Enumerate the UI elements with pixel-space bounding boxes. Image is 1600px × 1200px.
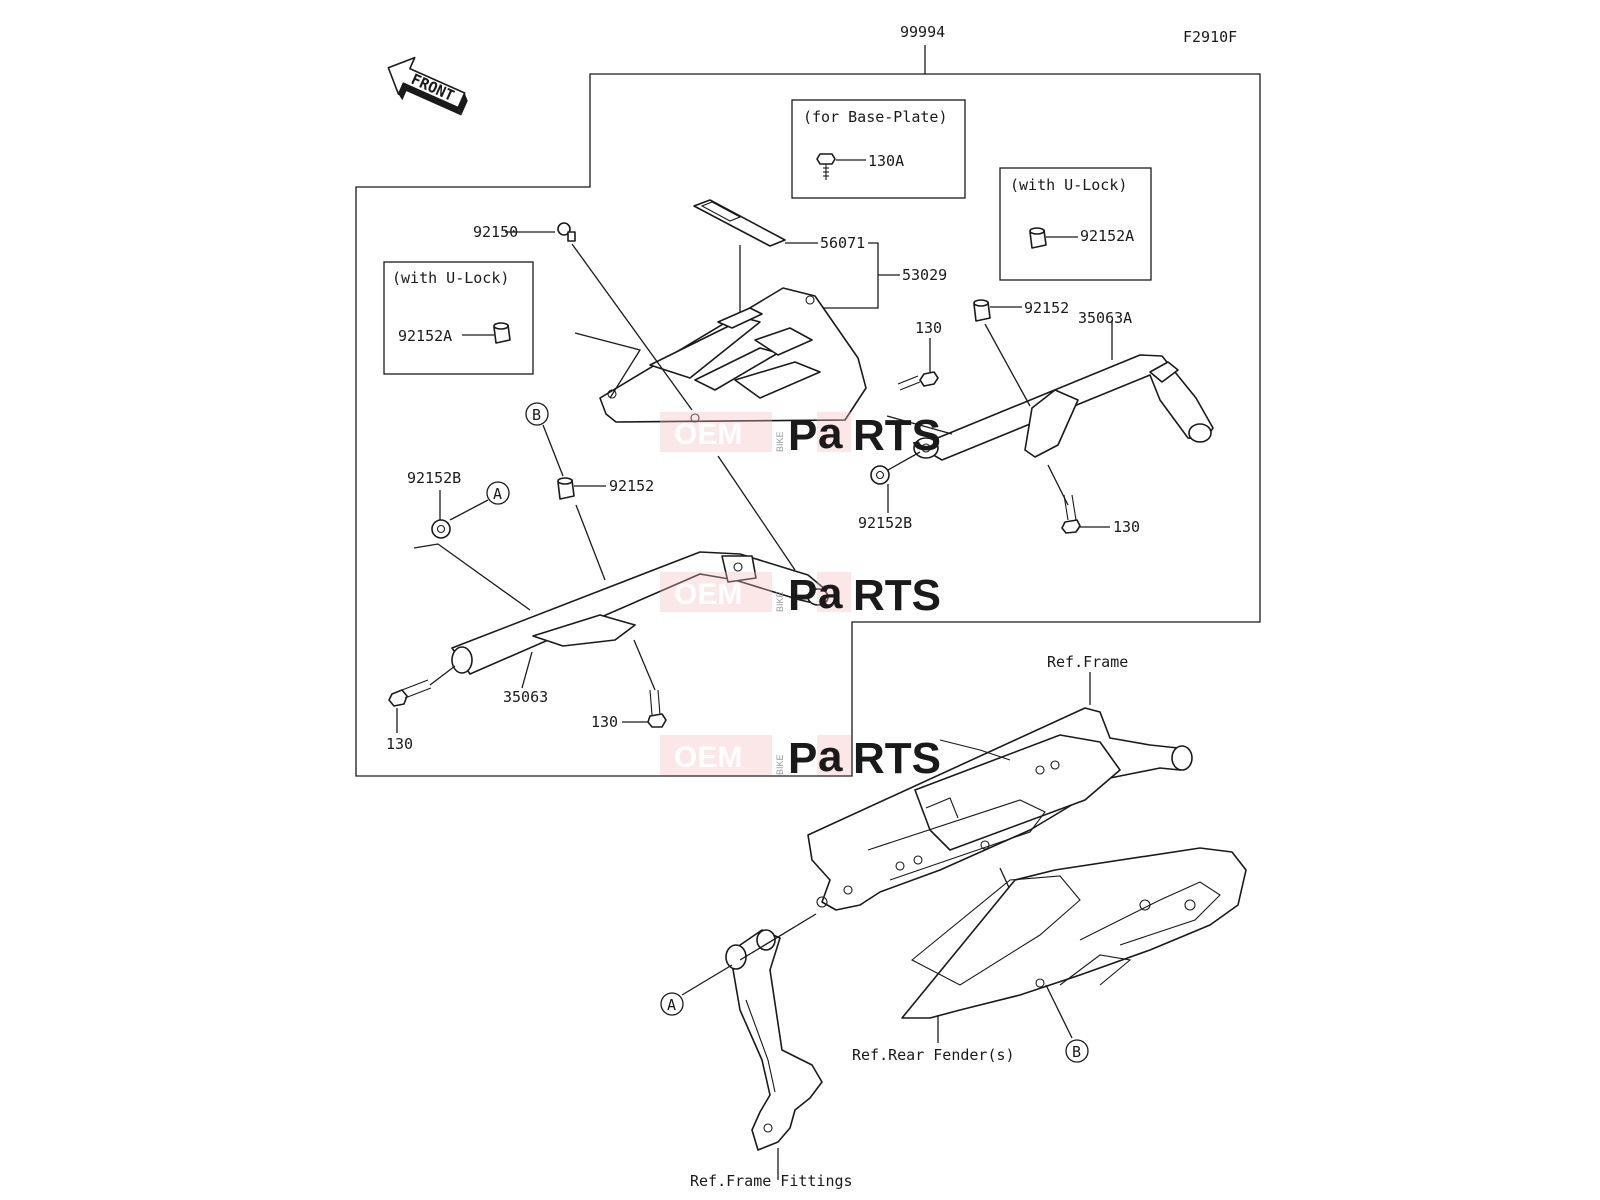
marker-a-bottom: A	[660, 992, 684, 1016]
marker-b-left-label: B	[532, 406, 541, 424]
ref-rear-fender-label: Ref.Rear Fender(s)	[852, 1046, 1015, 1064]
part-92152a-left: 92152A	[398, 327, 452, 345]
sticker-part	[693, 199, 786, 247]
u-lock-box-left: (with U-Lock) 92152A	[383, 261, 534, 375]
marker-a-left-label: A	[493, 485, 502, 503]
ref-frame-label: Ref.Frame	[1047, 653, 1128, 671]
wm-a: a	[818, 569, 843, 618]
part-130a: 130A	[868, 152, 904, 170]
wm-rts: RTS	[853, 734, 941, 783]
part-92152a-right: 92152A	[1080, 227, 1134, 245]
callout-35063a: 35063A	[1078, 309, 1132, 327]
spacer-92152-left	[557, 477, 575, 500]
front-arrow-icon: FRONT	[387, 56, 468, 116]
spacer-icon	[1029, 227, 1047, 249]
watermark-2: OEM BIKE P a RTS	[660, 569, 941, 620]
bolt-icon	[388, 679, 432, 707]
bolt-icon	[816, 153, 836, 180]
wm-p: P	[788, 734, 817, 783]
callout-53029: 53029	[902, 266, 947, 284]
callout-92152-right: 92152	[1024, 299, 1069, 317]
marker-a-bottom-label: A	[667, 996, 676, 1014]
bolt-icon	[897, 371, 939, 391]
u-lock-title-right: (with U-Lock)	[1010, 176, 1127, 194]
base-plate-box: (for Base-Plate) 130A	[791, 99, 966, 199]
wm-oem: OEM	[674, 578, 742, 611]
callout-130-right: 130	[1113, 518, 1140, 536]
spacer-icon	[493, 322, 511, 344]
wm-rts: RTS	[853, 571, 941, 620]
u-lock-box-right: (with U-Lock) 92152A	[999, 167, 1152, 281]
wm-rts: RTS	[853, 411, 941, 460]
callout-130-center: 130	[591, 713, 618, 731]
wm-bike: BIKE	[775, 754, 785, 775]
callout-92152-left: 92152	[609, 477, 654, 495]
assembly-code: 99994	[900, 23, 945, 41]
wm-oem: OEM	[674, 418, 742, 451]
wm-a: a	[818, 732, 843, 781]
wm-a: a	[818, 409, 843, 458]
callout-92152b-right: 92152B	[858, 514, 912, 532]
watermark-1: OEM BIKE P a RTS	[660, 409, 941, 460]
base-plate-title: (for Base-Plate)	[803, 108, 948, 126]
marker-a-left: A	[486, 481, 510, 505]
callout-92152b-left: 92152B	[407, 469, 461, 487]
rivet-icon	[557, 222, 576, 242]
marker-b-left: B	[525, 402, 549, 426]
carrier-plate	[599, 287, 867, 423]
bolt-icon	[1061, 494, 1081, 534]
assembly-outline	[355, 73, 1261, 777]
callout-130-left: 130	[386, 735, 413, 753]
reference-frame-fittings	[725, 929, 823, 1151]
callout-130-top: 130	[915, 319, 942, 337]
reference-frame	[807, 707, 1193, 911]
reference-rear-fender	[901, 847, 1247, 1019]
watermark-3: OEM BIKE P a RTS	[660, 732, 941, 783]
figure-code: F2910F	[1183, 28, 1237, 46]
wm-bike: BIKE	[775, 431, 785, 452]
marker-b-bottom: B	[1065, 1039, 1089, 1063]
nut-92152b-left	[431, 519, 451, 539]
wm-p: P	[788, 411, 817, 460]
right-rail	[913, 354, 1214, 461]
wm-oem: OEM	[674, 741, 742, 774]
bolt-icon	[647, 689, 667, 728]
ref-frame-fittings-label: Ref.Frame Fittings	[690, 1172, 853, 1190]
marker-b-bottom-label: B	[1072, 1043, 1081, 1061]
wm-p: P	[788, 571, 817, 620]
left-rail	[451, 551, 829, 675]
wm-bike: BIKE	[775, 591, 785, 612]
u-lock-title-left: (with U-Lock)	[392, 269, 509, 287]
nut-92152b-right	[870, 465, 890, 485]
spacer-92152-right	[973, 299, 991, 322]
callout-35063: 35063	[503, 688, 548, 706]
callout-92150: 92150	[473, 223, 518, 241]
callout-56071: 56071	[820, 234, 865, 252]
